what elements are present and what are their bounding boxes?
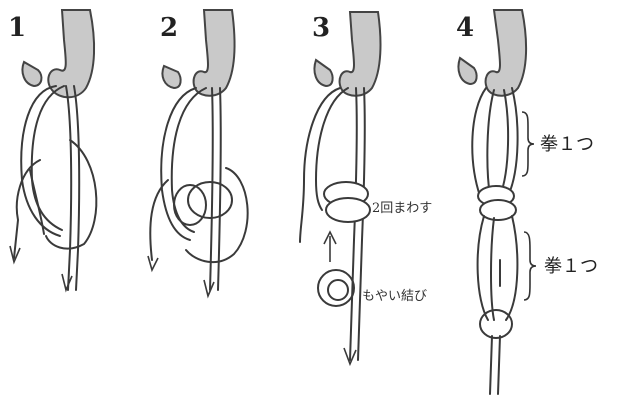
step-2-standing-part-2 xyxy=(218,88,221,290)
step-2-knot-wrap xyxy=(188,182,232,218)
step-3-hook xyxy=(340,12,381,96)
step-1-figure: 1 xyxy=(8,10,96,290)
step-4-number: 4 xyxy=(456,13,474,43)
step-4-upper-loop-right xyxy=(508,88,518,196)
step-1-hook xyxy=(48,10,94,97)
step-2-hook-tip xyxy=(162,66,180,88)
step-4-figure: 4 拳１つ 拳１つ xyxy=(456,10,598,394)
step-3-figure: 3 2回まわす もやい結び xyxy=(300,12,432,364)
step-4-lower-loop-inner xyxy=(491,218,494,320)
step-4-knot-upper-2 xyxy=(480,200,516,220)
step-3-note-wrap: 2回まわす xyxy=(372,201,432,216)
step-4-hook-tip xyxy=(458,58,476,84)
step-2-tail-frayed xyxy=(204,280,214,296)
step-2-figure: 2 xyxy=(148,10,248,296)
step-2-rope-left-inner xyxy=(172,88,206,232)
step-2-standing-part xyxy=(210,88,213,290)
step-4-note-lower: 拳１つ xyxy=(544,256,598,277)
step-1-rope-left-inner xyxy=(32,86,64,230)
step-4-upper-loop-left xyxy=(472,88,486,196)
step-4-tail-2 xyxy=(498,336,500,394)
step-1-number: 1 xyxy=(8,13,26,43)
step-4-upper-loop-inner-l xyxy=(487,90,494,196)
step-4-hook xyxy=(486,10,527,96)
step-2-free-end xyxy=(150,180,168,260)
step-4-lower-loop-right xyxy=(506,216,517,320)
step-2-number: 2 xyxy=(160,13,178,43)
step-1-standing-part-2 xyxy=(74,86,79,290)
step-1-free-end xyxy=(14,160,40,258)
step-4-tail xyxy=(490,336,492,394)
step-2-arrowhead xyxy=(148,256,158,270)
step-3-note-bowline: もやい結び xyxy=(362,289,427,304)
step-4-note-upper: 拳１つ xyxy=(540,134,594,155)
step-3-hook-tip xyxy=(314,60,332,86)
step-4-brace-upper xyxy=(522,112,534,176)
step-3-number: 3 xyxy=(312,13,330,43)
step-4-bottom-knot xyxy=(480,310,512,338)
step-4-upper-loop-inner-r xyxy=(500,90,508,196)
step-1-hook-tip xyxy=(22,62,41,86)
step-1-tail-frayed xyxy=(62,274,72,290)
step-1-standing-part xyxy=(66,86,71,290)
step-2-hook xyxy=(194,10,235,96)
step-3-wrap-2 xyxy=(326,198,370,222)
step-3-bowline-inner xyxy=(328,280,348,300)
step-1-inner-strand xyxy=(30,170,44,234)
step-4-brace-lower xyxy=(524,232,536,300)
step-4-lower-loop-left xyxy=(478,216,488,320)
